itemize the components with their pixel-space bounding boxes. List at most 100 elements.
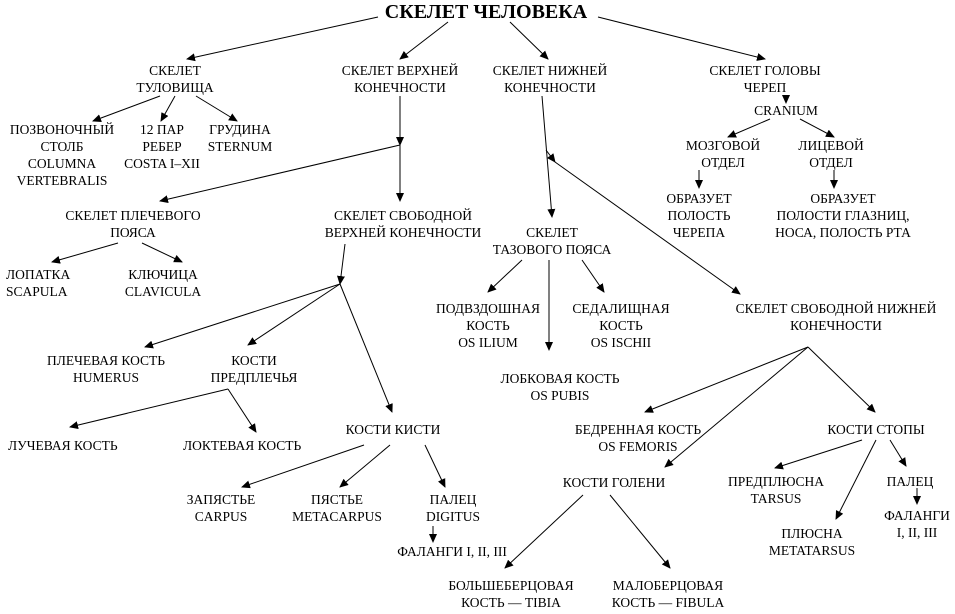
node-toe: ПАЛЕЦ — [887, 473, 934, 490]
node-sternum-line-1: ГРУДИНА — [209, 122, 271, 137]
arrow-free-forearm — [247, 283, 341, 346]
node-foot-line-1: КОСТИ СТОПЫ — [827, 422, 925, 437]
node-forearm-line-1: КОСТИ — [231, 353, 277, 368]
arrow-foot-toe — [889, 439, 907, 467]
node-shin-line-1: КОСТИ ГОЛЕНИ — [562, 475, 666, 490]
node-free-upper-line-1: СКЕЛЕТ СВОБОДНОЙ — [333, 208, 473, 223]
node-brain-forms-line-1: ОБРАЗУЕТ — [666, 191, 732, 206]
node-radius-line-1: ЛУЧЕВАЯ КОСТЬ — [8, 438, 118, 453]
arrow-hand-metacarpus — [339, 444, 391, 488]
arrow-freelower-shin — [664, 346, 809, 468]
node-pubis-line-2: OS PUBIS — [530, 388, 590, 403]
node-ischii-line-2: КОСТЬ — [599, 318, 643, 333]
node-metacarpus-line-2: METACARPUS — [292, 509, 382, 524]
arrow-forearm-radius — [69, 388, 229, 430]
arrow-trunk-ribs — [160, 95, 176, 122]
node-cranium: CRANIUM — [754, 102, 818, 119]
node-brain-section-line-2: ОТДЕЛ — [701, 155, 745, 170]
node-facial-forms-line-2: ПОЛОСТИ ГЛАЗНИЦ, — [776, 208, 910, 223]
node-shin: КОСТИ ГОЛЕНИ — [563, 474, 665, 491]
node-tarsus-line-1: ПРЕДПЛЮСНА — [728, 474, 824, 489]
arrow-title-trunk — [186, 16, 379, 62]
node-facial-forms: ОБРАЗУЕТ ПОЛОСТИ ГЛАЗНИЦ, НОСА, ПОЛОСТЬ РТ… — [775, 190, 911, 241]
arrow-trunk-sternum — [195, 95, 238, 122]
node-femur-line-1: БЕДРЕННАЯ КОСТЬ — [574, 422, 702, 437]
node-foot-phalanges-line-2: I, II, III — [896, 525, 938, 540]
arrow-hand-digitus — [424, 444, 446, 488]
node-trunk-line-1: СКЕЛЕТ — [149, 63, 201, 78]
node-upper-limb-line-2: КОНЕЧНОСТИ — [354, 80, 446, 95]
node-carpus-line-1: ЗАПЯСТЬЕ — [186, 492, 256, 507]
arrow-shin-tibia — [504, 494, 584, 569]
node-forearm-line-2: ПРЕДПЛЕЧЬЯ — [210, 370, 298, 385]
node-ischii-line-3: OS ISCHII — [590, 335, 652, 350]
arrow-cranium-facial — [799, 118, 835, 138]
node-ilium-line-3: OS ILIUM — [458, 335, 518, 350]
node-head-line-1: СКЕЛЕТ ГОЛОВЫ — [709, 63, 821, 78]
node-ilium-line-2: КОСТЬ — [466, 318, 510, 333]
node-digitus-line-2: DIGITUS — [426, 509, 480, 524]
arrow-shoulder-clavicle — [141, 242, 183, 263]
node-upper-limb: СКЕЛЕТ ВЕРХНЕЙ КОНЕЧНОСТИ — [342, 62, 458, 96]
node-radius: ЛУЧЕВАЯ КОСТЬ — [8, 437, 118, 454]
node-foot: КОСТИ СТОПЫ — [827, 421, 924, 438]
node-digitus: ПАЛЕЦ DIGITUS — [426, 491, 480, 525]
node-head-line-2: ЧЕРЕП — [743, 80, 787, 95]
arrow-foot-tarsus — [774, 439, 863, 470]
arrow-pelvic-ilium — [487, 259, 523, 293]
arrow-hand-carpus — [241, 444, 365, 489]
node-spine-line-4: VERTEBRALIS — [16, 173, 108, 188]
node-shoulder-girdle-line-2: ПОЯСА — [110, 225, 156, 240]
node-lower-limb-line-2: КОНЕЧНОСТИ — [504, 80, 596, 95]
arrow-pelvic-ischii — [581, 259, 605, 293]
node-hand-line-1: КОСТИ КИСТИ — [345, 422, 441, 437]
node-hand-phalanges: ФАЛАНГИ I, II, III — [397, 543, 507, 560]
node-tarsus-line-2: TARSUS — [750, 491, 802, 506]
node-humerus-line-1: ПЛЕЧЕВАЯ КОСТЬ — [46, 353, 166, 368]
node-carpus-line-2: CARPUS — [194, 509, 248, 524]
node-ribs-line-3: COSTA I–XII — [124, 156, 200, 171]
node-upper-limb-line-1: СКЕЛЕТ ВЕРХНЕЙ — [341, 63, 459, 78]
node-head: СКЕЛЕТ ГОЛОВЫ ЧЕРЕП — [709, 62, 820, 96]
node-facial-forms-line-3: НОСА, ПОЛОСТЬ РТА — [775, 225, 911, 240]
arrow-title-lower — [509, 21, 549, 60]
line-free-down — [337, 243, 346, 285]
node-toe-line-1: ПАЛЕЦ — [886, 474, 934, 489]
node-facial-section-line-2: ОТДЕЛ — [809, 155, 853, 170]
node-ischii-line-1: СЕДАЛИЩНАЯ — [572, 301, 670, 316]
node-scapula-line-2: SCAPULA — [6, 284, 68, 299]
node-digitus-line-1: ПАЛЕЦ — [429, 492, 477, 507]
arrow-upper-shoulder — [159, 144, 401, 204]
node-pubis-line-1: ЛОБКОВАЯ КОСТЬ — [500, 371, 620, 386]
node-facial-forms-line-1: ОБРАЗУЕТ — [810, 191, 876, 206]
line-lower-branch — [545, 149, 556, 163]
connectors — [51, 16, 921, 569]
arrow-shin-fibula — [609, 494, 671, 569]
node-fibula-line-1: МАЛОБЕРЦОВАЯ — [612, 578, 724, 593]
arrow-free-humerus — [144, 283, 341, 349]
node-ribs-line-2: РЕБЕР — [142, 139, 182, 154]
node-carpus: ЗАПЯСТЬЕ CARPUS — [187, 491, 256, 525]
node-fibula-line-2: КОСТЬ — FIBULA — [611, 595, 725, 610]
arrow-trunk-spine — [92, 95, 161, 122]
arrow-title-upper — [399, 21, 449, 60]
node-cranium-line-1: CRANIUM — [754, 103, 818, 118]
node-pelvic-girdle-line-1: СКЕЛЕТ — [526, 225, 578, 240]
node-spine-line-2: СТОЛБ — [40, 139, 84, 154]
node-hand: КОСТИ КИСТИ — [346, 421, 441, 438]
node-spine-line-1: ПОЗВОНОЧНЫЙ — [9, 122, 115, 137]
node-brain-forms-line-2: ПОЛОСТЬ — [667, 208, 731, 223]
node-ischii: СЕДАЛИЩНАЯ КОСТЬ OS ISCHII — [572, 300, 669, 351]
node-ilium-line-1: ПОДВЗДОШНАЯ — [435, 301, 541, 316]
node-brain-forms-line-3: ЧЕРЕПА — [672, 225, 726, 240]
